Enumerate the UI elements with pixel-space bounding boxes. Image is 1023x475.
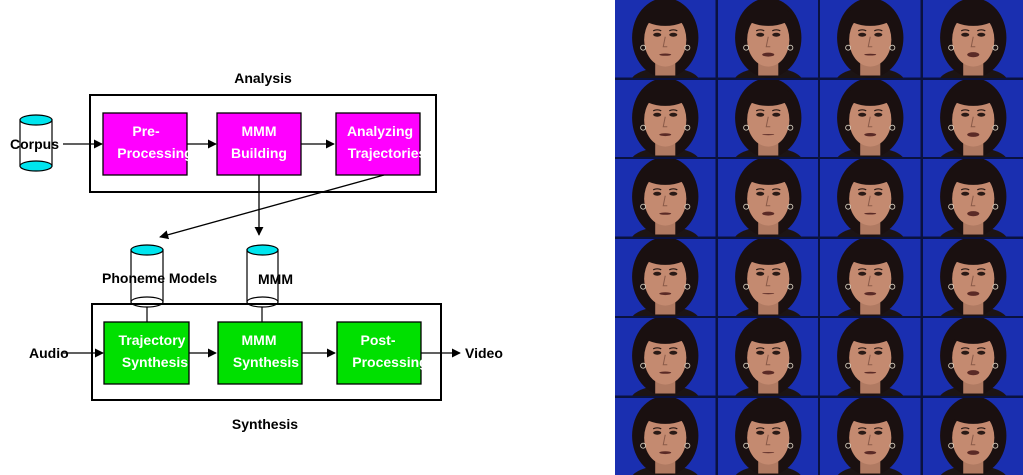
synthesis-frame bbox=[91, 303, 442, 401]
video-frame bbox=[820, 159, 921, 237]
video-frame bbox=[820, 318, 921, 396]
trajectory-synthesis-box: Trajectory Synthesis bbox=[103, 321, 190, 385]
audio-label: Audio bbox=[29, 345, 69, 361]
post-processing-box: Post- Processing bbox=[336, 321, 428, 385]
video-label: Video bbox=[465, 345, 503, 361]
video-frame bbox=[717, 0, 818, 78]
analysis-title: Analysis bbox=[234, 70, 292, 86]
video-frame bbox=[820, 397, 921, 475]
video-frame bbox=[615, 0, 716, 78]
video-frame bbox=[615, 159, 716, 237]
video-frame bbox=[615, 318, 716, 396]
mmm-building-label-line1: MMM bbox=[242, 123, 277, 139]
mmm-synthesis-label-line1: MMM bbox=[242, 332, 277, 348]
phoneme-models-database-icon bbox=[130, 244, 164, 308]
video-frame bbox=[820, 238, 921, 316]
arrow-to-phoneme-models bbox=[159, 174, 385, 240]
post-processing-label-line1: Post- bbox=[361, 332, 396, 348]
corpus-database-icon bbox=[19, 114, 53, 172]
video-frame bbox=[922, 159, 1023, 237]
video-frame bbox=[922, 318, 1023, 396]
video-frame bbox=[615, 397, 716, 475]
trajectory-synthesis-label-line1: Trajectory bbox=[119, 332, 186, 348]
analyzing-label-line2: Trajectories bbox=[348, 145, 427, 161]
corpus-label: Corpus bbox=[10, 136, 59, 152]
analyzing-label-line1: Analyzing bbox=[347, 123, 413, 139]
mmm-synthesis-box: MMM Synthesis bbox=[217, 321, 303, 385]
mmm-synthesis-label-line2: Synthesis bbox=[233, 354, 299, 370]
video-frame bbox=[922, 79, 1023, 157]
pipeline-diagram: Analysis Corpus Pre- Processing MMM Buil… bbox=[10, 70, 503, 432]
mmm-building-label-line2: Building bbox=[231, 145, 287, 161]
mmm-building-box: MMM Building bbox=[216, 112, 302, 176]
preprocessing-label-line2: Processing bbox=[117, 145, 192, 161]
preprocessing-box: Pre- Processing bbox=[102, 112, 193, 176]
video-frame-grid bbox=[615, 0, 1023, 475]
video-frame bbox=[717, 238, 818, 316]
video-frame bbox=[820, 0, 921, 78]
preprocessing-label-line1: Pre- bbox=[132, 123, 160, 139]
video-frame bbox=[922, 238, 1023, 316]
video-frame bbox=[615, 79, 716, 157]
trajectory-synthesis-label-line2: Synthesis bbox=[122, 354, 188, 370]
video-frame bbox=[717, 397, 818, 475]
synthesis-title: Synthesis bbox=[232, 416, 298, 432]
analyzing-trajectories-box: Analyzing Trajectories bbox=[335, 112, 427, 176]
video-frame bbox=[820, 79, 921, 157]
video-frame bbox=[922, 397, 1023, 475]
video-frame bbox=[615, 238, 716, 316]
phoneme-models-label: Phoneme Models bbox=[102, 270, 217, 286]
video-frame bbox=[717, 318, 818, 396]
mmm-database-label: MMM bbox=[258, 271, 293, 287]
post-processing-label-line2: Processing bbox=[352, 354, 427, 370]
video-frame bbox=[717, 159, 818, 237]
video-frame bbox=[922, 0, 1023, 78]
video-frame bbox=[717, 79, 818, 157]
